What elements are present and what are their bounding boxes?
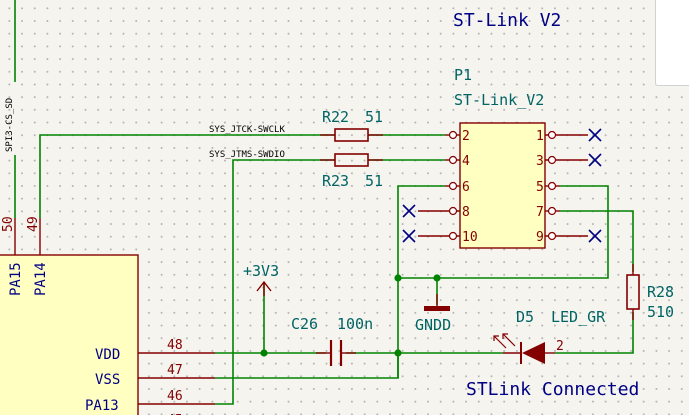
power-gndd-label: GNDD bbox=[415, 316, 451, 334]
p1-right-pins bbox=[545, 130, 588, 241]
mcu-pin-name-pa13: PA13 bbox=[85, 398, 119, 414]
mcu-pin-49: 49 bbox=[26, 216, 41, 232]
no-connect-markers bbox=[402, 128, 602, 243]
no-connect-icon bbox=[588, 153, 602, 167]
no-connect-icon bbox=[402, 204, 416, 218]
c26-ref: C26 bbox=[291, 315, 318, 333]
wire-vss bbox=[215, 353, 399, 379]
junction-vdd bbox=[260, 349, 268, 357]
mcu-pin-name-vss: VSS bbox=[95, 372, 120, 388]
net-label-swdio: SYS_JTMS-SWDIO bbox=[209, 150, 285, 160]
connector-p1[interactable]: P1 ST-Link_V2 2 4 6 8 10 1 3 5 7 9 bbox=[418, 66, 588, 249]
schematic-title: ST-Link V2 bbox=[453, 10, 561, 31]
junctions bbox=[260, 274, 441, 357]
p1-value: ST-Link_V2 bbox=[454, 91, 544, 109]
mcu-pin-46: 46 bbox=[167, 389, 183, 404]
mcu-pin-name-pa14: PA14 bbox=[33, 262, 49, 296]
r28-ref: R28 bbox=[647, 283, 674, 301]
note-stlink-connected: STLink Connected bbox=[466, 379, 639, 400]
r22-value: 51 bbox=[365, 108, 383, 126]
wire-swclk bbox=[39, 134, 335, 218]
wire-p1-pin6-gnd bbox=[397, 185, 445, 378]
no-connect-icon bbox=[402, 229, 416, 243]
c26-value: 100n bbox=[337, 315, 373, 333]
mcu-pin-50: 50 bbox=[1, 216, 16, 232]
capacitor-c26[interactable]: C26 100n bbox=[291, 315, 373, 366]
mcu-pin-name-vdd: VDD bbox=[95, 347, 120, 363]
r23-value: 51 bbox=[365, 172, 383, 190]
p1-pin-6: 6 bbox=[462, 180, 470, 195]
p1-pin-10: 10 bbox=[462, 230, 478, 245]
p1-pin-8: 8 bbox=[462, 205, 470, 220]
junction-gnd-left bbox=[394, 274, 402, 282]
p1-pin-1: 1 bbox=[536, 129, 544, 144]
d5-value: LED_GR bbox=[551, 308, 606, 326]
wire-r28-led bbox=[555, 312, 634, 354]
wire-swdio bbox=[215, 159, 335, 405]
p1-pin-9: 9 bbox=[536, 230, 544, 245]
p1-pin-2: 2 bbox=[462, 129, 470, 144]
no-connect-icon bbox=[588, 229, 602, 243]
no-connect-icon bbox=[588, 128, 602, 142]
power-3v3[interactable]: +3V3 bbox=[243, 262, 279, 296]
p1-pin-3: 3 bbox=[536, 154, 544, 169]
p1-pin-4: 4 bbox=[462, 154, 470, 169]
p1-ref: P1 bbox=[454, 66, 472, 84]
p1-pin-5: 5 bbox=[536, 180, 544, 195]
side-panel bbox=[655, 0, 689, 86]
p1-left-pins bbox=[418, 130, 460, 241]
d5-ref: D5 bbox=[516, 308, 534, 326]
r22-ref: R22 bbox=[322, 108, 349, 126]
light-emission-icon bbox=[493, 333, 516, 349]
mcu-u1[interactable]: 50 49 PA15 PA14 48 47 46 45 VDD VSS PA13 bbox=[0, 216, 215, 415]
resistor-r22[interactable]: R22 51 bbox=[320, 108, 383, 142]
mcu-pin-45: 45 bbox=[167, 413, 183, 415]
mcu-pin-name-pa15: PA15 bbox=[8, 262, 24, 296]
arrow-up-icon bbox=[256, 280, 272, 292]
d5-pin-2: 2 bbox=[556, 339, 564, 354]
wire-p1-pin7 bbox=[560, 210, 634, 272]
r28-value: 510 bbox=[647, 303, 674, 321]
mcu-pin-48: 48 bbox=[167, 338, 183, 353]
junction-gnd-mid bbox=[433, 274, 441, 282]
net-label-spi: SPI3-CS_SD bbox=[5, 98, 15, 152]
wire-p1-pin5-gnd bbox=[398, 185, 609, 279]
p1-body bbox=[459, 122, 546, 249]
mcu-pin-47: 47 bbox=[167, 363, 183, 378]
led-d5[interactable]: D5 LED_GR 2 bbox=[493, 308, 606, 364]
net-label-swclk: SYS_JTCK-SWCLK bbox=[209, 125, 285, 135]
p1-pin-7: 7 bbox=[536, 205, 544, 220]
mcu-body bbox=[0, 254, 139, 415]
power-3v3-label: +3V3 bbox=[243, 262, 279, 280]
ground-icon bbox=[424, 306, 450, 311]
junction-led-vdd bbox=[394, 349, 402, 357]
resistor-r23[interactable]: R23 51 bbox=[320, 153, 383, 190]
power-gndd[interactable]: GNDD bbox=[415, 294, 451, 334]
r23-ref: R23 bbox=[322, 172, 349, 190]
resistor-r28[interactable]: R28 510 bbox=[626, 264, 674, 321]
diode-triangle-icon bbox=[522, 342, 545, 364]
